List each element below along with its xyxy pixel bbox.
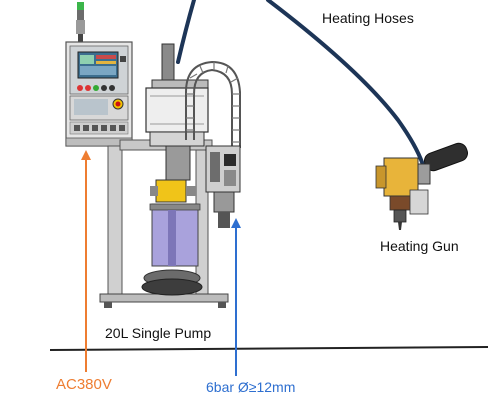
power-label: AC380V <box>56 376 112 393</box>
material-drum <box>142 204 202 295</box>
heating-hoses-label: Heating Hoses <box>322 10 414 26</box>
air-supply-arrow <box>231 218 241 376</box>
valve-assembly <box>206 146 240 228</box>
heating-gun-label: Heating Gun <box>380 238 459 254</box>
control-cabinet <box>66 42 132 146</box>
signal-tower-icon <box>76 2 85 42</box>
air-supply-label: 6bar Ø≥12mm <box>206 379 295 395</box>
ground-line <box>50 347 488 350</box>
pump-label: 20L Single Pump <box>105 325 211 341</box>
drag-chain <box>186 62 240 148</box>
pump-block <box>150 180 196 202</box>
power-supply-arrow <box>81 150 91 372</box>
heating-gun <box>376 141 470 230</box>
